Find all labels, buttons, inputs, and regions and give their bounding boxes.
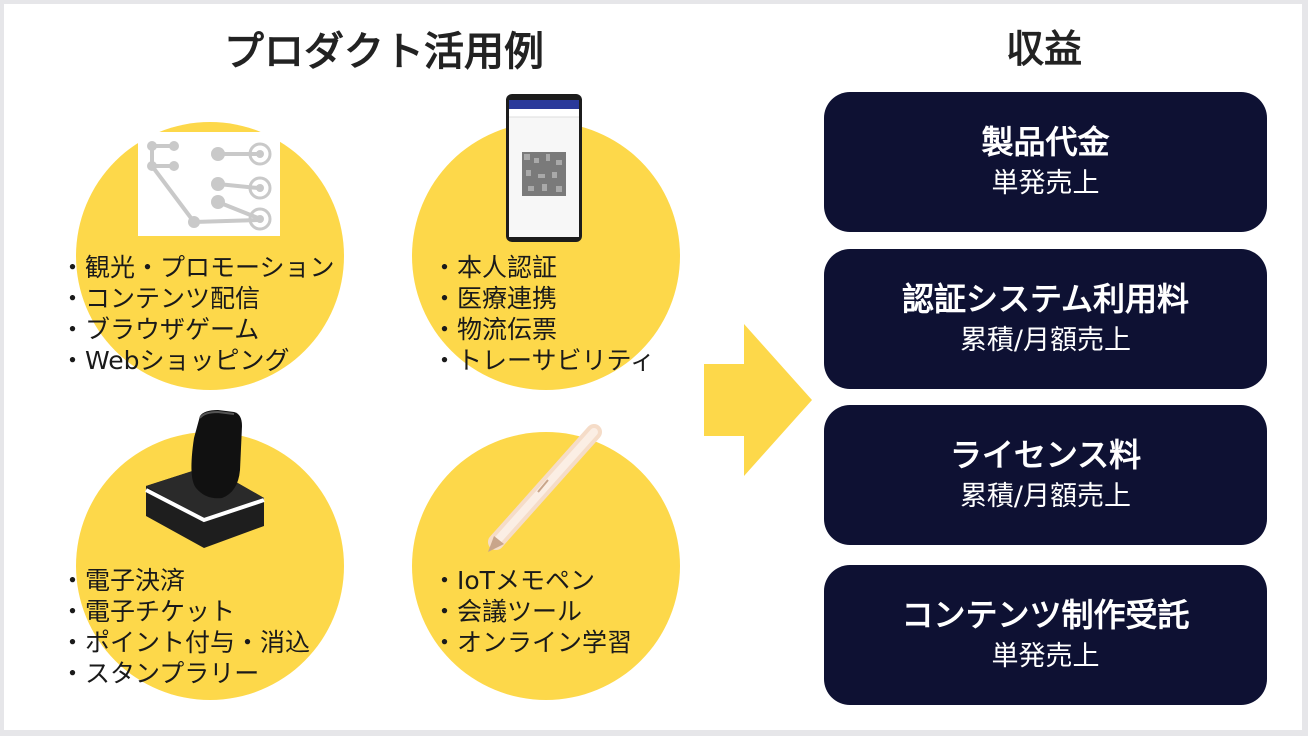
revenue-card-type: 累積/月額売上 [959,325,1132,356]
revenue-card-title: コンテンツ制作受託 [901,596,1190,634]
use-cases-heading: プロダクト活用例 [224,29,544,75]
revenue-card-type: 単発売上 [991,641,1100,672]
list-item: コンテンツ配信 [60,283,335,314]
list-item: Webショッピング [60,345,335,376]
revenue-heading: 収益 [1005,27,1082,71]
list-item: トレーサビリティ [432,345,655,376]
revenue-card-title: 製品代金 [981,123,1110,161]
list-item: ブラウザゲーム [60,314,335,345]
revenue-card-type: 単発売上 [991,168,1100,199]
revenue-card-content-production: コンテンツ制作受託 単発売上 [824,565,1267,705]
list-item: 物流伝票 [432,314,655,345]
list-item: 医療連携 [432,283,655,314]
revenue-card-title: 認証システム利用料 [901,280,1190,318]
link-graph-icon [138,132,280,236]
list-item: 会議ツール [432,596,632,627]
list-item: スタンプラリー [60,658,310,689]
use-case-list-4: IoTメモペン 会議ツール オンライン学習 [432,565,632,658]
list-item: 本人認証 [432,252,655,283]
list-item: 電子決済 [60,565,310,596]
list-item: IoTメモペン [432,565,632,596]
list-item: ポイント付与・消込 [60,627,310,658]
use-case-list-3: 電子決済 電子チケット ポイント付与・消込 スタンプラリー [60,565,310,689]
use-case-list-1: 観光・プロモーション コンテンツ配信 ブラウザゲーム Webショッピング [60,252,335,376]
use-case-list-2: 本人認証 医療連携 物流伝票 トレーサビリティ [432,252,655,376]
list-item: オンライン学習 [432,627,632,658]
stamp-device-icon [145,410,265,548]
right-arrow-icon [704,324,812,476]
smartphone-icon [506,94,582,242]
revenue-card-product-price: 製品代金 単発売上 [824,92,1267,232]
revenue-card-license-fee: ライセンス料 累積/月額売上 [824,405,1267,545]
revenue-card-type: 累積/月額売上 [959,481,1132,512]
list-item: 観光・プロモーション [60,252,335,283]
slide: プロダクト活用例 収益 観光・プロモーション コンテンツ配信 [4,4,1302,730]
revenue-card-title: ライセンス料 [949,436,1142,474]
iot-pen-icon [488,424,602,552]
list-item: 電子チケット [60,596,310,627]
revenue-card-auth-system-fee: 認証システム利用料 累積/月額売上 [824,249,1267,389]
